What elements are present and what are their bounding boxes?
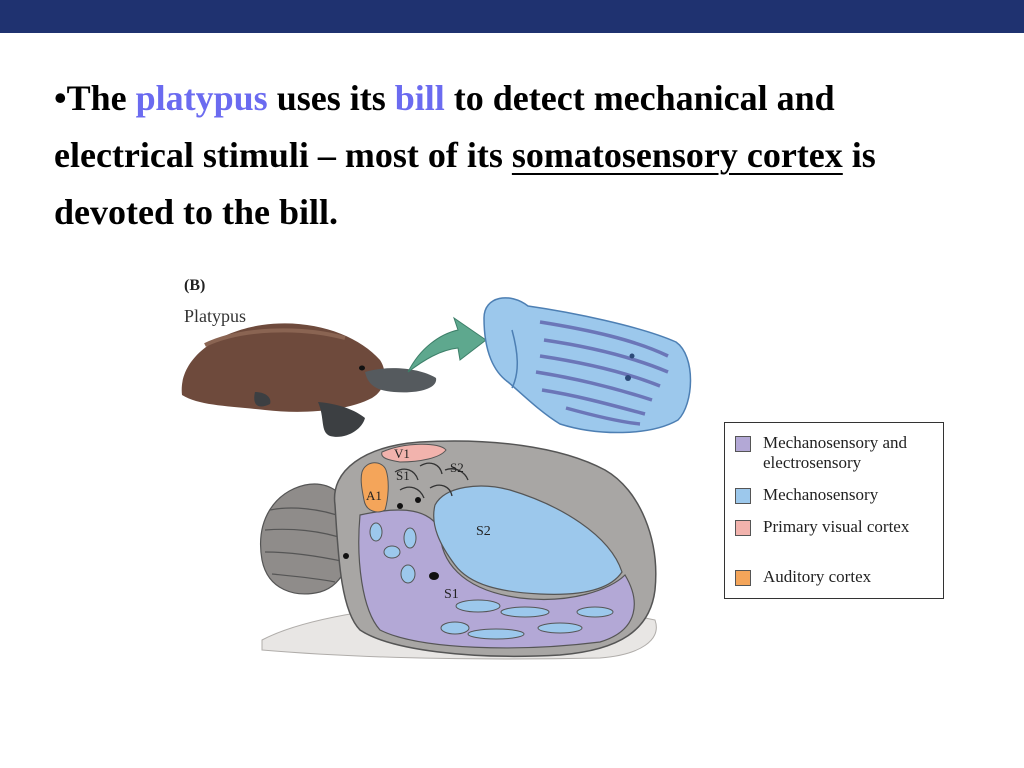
bullet-text-1: The — [66, 78, 136, 118]
legend-label: Auditory cortex — [763, 567, 872, 586]
highlight-platypus: platypus — [135, 78, 268, 118]
legend-item-visual: Primary visual cortex — [735, 517, 938, 537]
label-s2-top: S2 — [450, 460, 464, 475]
bullet-paragraph: •The platypus uses its bill to detect me… — [54, 70, 974, 241]
legend-item-mechano-electro: Mechanosensory and electrosensory — [735, 433, 938, 473]
label-s2-main: S2 — [476, 524, 491, 539]
legend: Mechanosensory and electrosensory Mechan… — [724, 422, 944, 599]
panel-label: (B) — [184, 277, 205, 294]
bullet-text-2: uses its — [267, 78, 395, 118]
underlined-somatosensory-cortex: somatosensory cortex — [511, 135, 843, 175]
legend-swatch — [735, 570, 751, 586]
animal-label: Platypus — [184, 306, 246, 326]
slide-title: Box 6.1 (B) To Each Its Own Sensory Worl… — [18, 39, 372, 59]
label-s1-main: S1 — [444, 587, 459, 602]
legend-swatch — [735, 520, 751, 536]
legend-swatch — [735, 436, 751, 452]
curved-arrow-icon — [407, 316, 487, 373]
bullet-text-4: is devoted to the bill. — [54, 135, 876, 232]
platypus-illustration — [181, 323, 437, 437]
legend-swatch — [735, 488, 751, 504]
slide-title-bar: Box 6.1 (B) To Each Its Own Sensory Worl… — [0, 0, 1024, 59]
brain-illustration: V1 S1 S2 A1 S2 S1 — [260, 440, 657, 660]
bullet-text-3: to detect mechanical and electrical stim… — [54, 78, 835, 175]
legend-item-auditory: Auditory cortex — [735, 567, 938, 587]
bill-illustration — [483, 297, 692, 434]
legend-label: Mechanosensory and electrosensory — [763, 433, 907, 472]
label-s1-top: S1 — [396, 468, 410, 483]
legend-label: Mechanosensory — [763, 485, 879, 504]
legend-item-mechano: Mechanosensory — [735, 485, 938, 505]
label-a1: A1 — [366, 488, 382, 503]
label-v1: V1 — [394, 446, 410, 461]
highlight-bill: bill — [394, 78, 445, 118]
legend-label: Primary visual cortex — [763, 517, 910, 536]
bullet-marker: • — [54, 78, 67, 118]
